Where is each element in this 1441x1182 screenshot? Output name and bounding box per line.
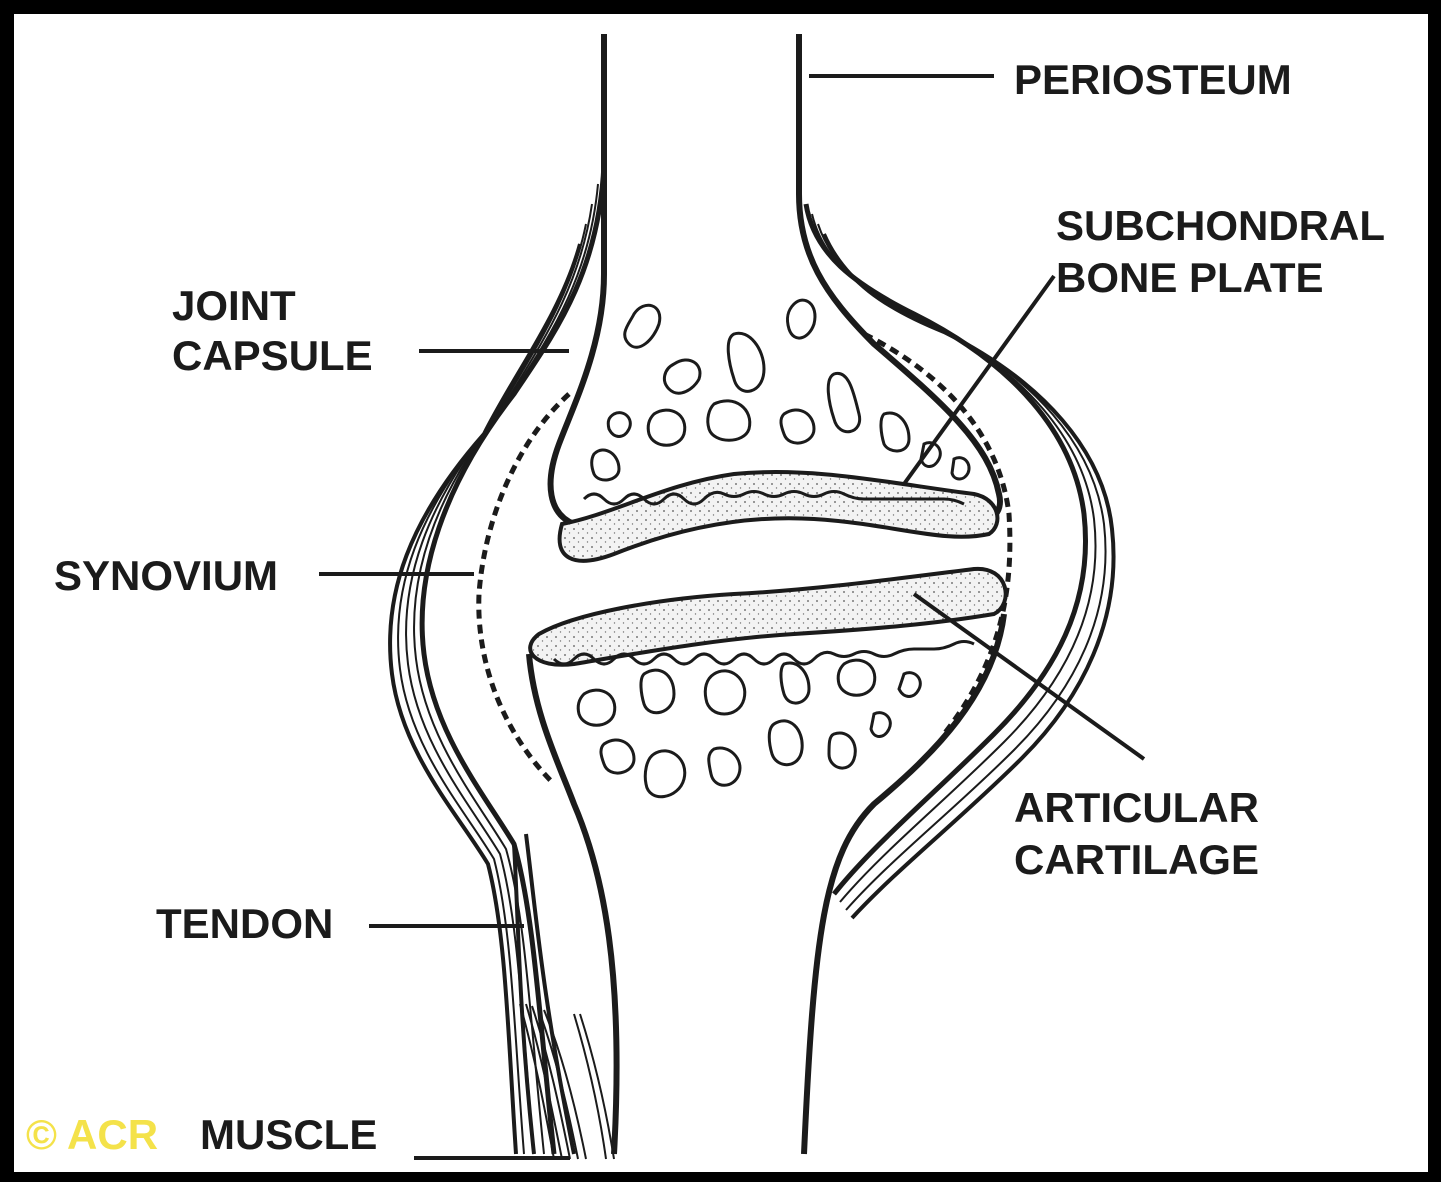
label-articular-line1: ARTICULAR (1014, 782, 1259, 834)
synovium (479, 334, 1010, 784)
trabecular-bone-upper (592, 300, 969, 480)
copyright-mark: © ACR (26, 1109, 158, 1161)
label-joint-capsule-line2: CAPSULE (172, 330, 373, 382)
label-subchondral-line2: BONE PLATE (1056, 252, 1324, 304)
diagram-panel: PERIOSTEUM SUBCHONDRAL BONE PLATE JOINT … (14, 14, 1428, 1172)
label-subchondral-line1: SUBCHONDRAL (1056, 200, 1385, 252)
label-synovium: SYNOVIUM (54, 550, 278, 602)
label-tendon: TENDON (156, 898, 333, 950)
trabecular-bone-lower (578, 660, 920, 797)
label-joint-capsule-line1: JOINT (172, 280, 296, 332)
label-muscle: MUSCLE (200, 1109, 377, 1161)
label-articular-line2: CARTILAGE (1014, 834, 1259, 886)
upper-articular-cartilage (560, 472, 998, 561)
label-periosteum: PERIOSTEUM (1014, 54, 1292, 106)
